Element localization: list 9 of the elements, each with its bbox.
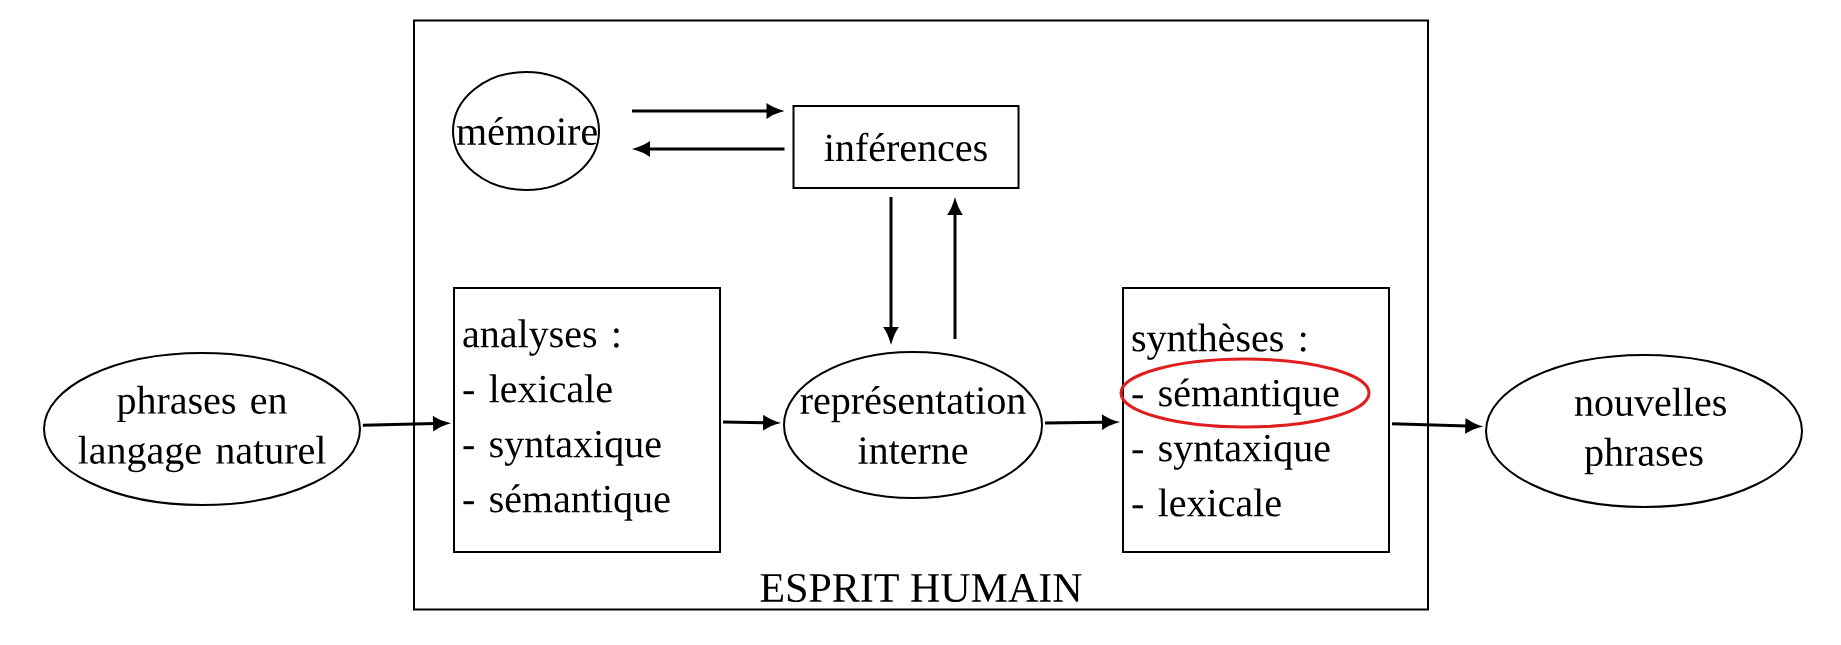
- arrow: [635, 142, 785, 156]
- arrow: [362, 416, 448, 431]
- arrow: [884, 197, 898, 342]
- arrow: [723, 416, 778, 430]
- process-box: synthèses : - sémantique - syntaxique - lexicale: [1122, 287, 1390, 553]
- arrow: [948, 200, 962, 339]
- process-box: inférences: [792, 105, 1020, 189]
- arrow: [1044, 415, 1117, 429]
- process-box: analyses : - lexicale - syntaxique - sémantique: [453, 287, 721, 553]
